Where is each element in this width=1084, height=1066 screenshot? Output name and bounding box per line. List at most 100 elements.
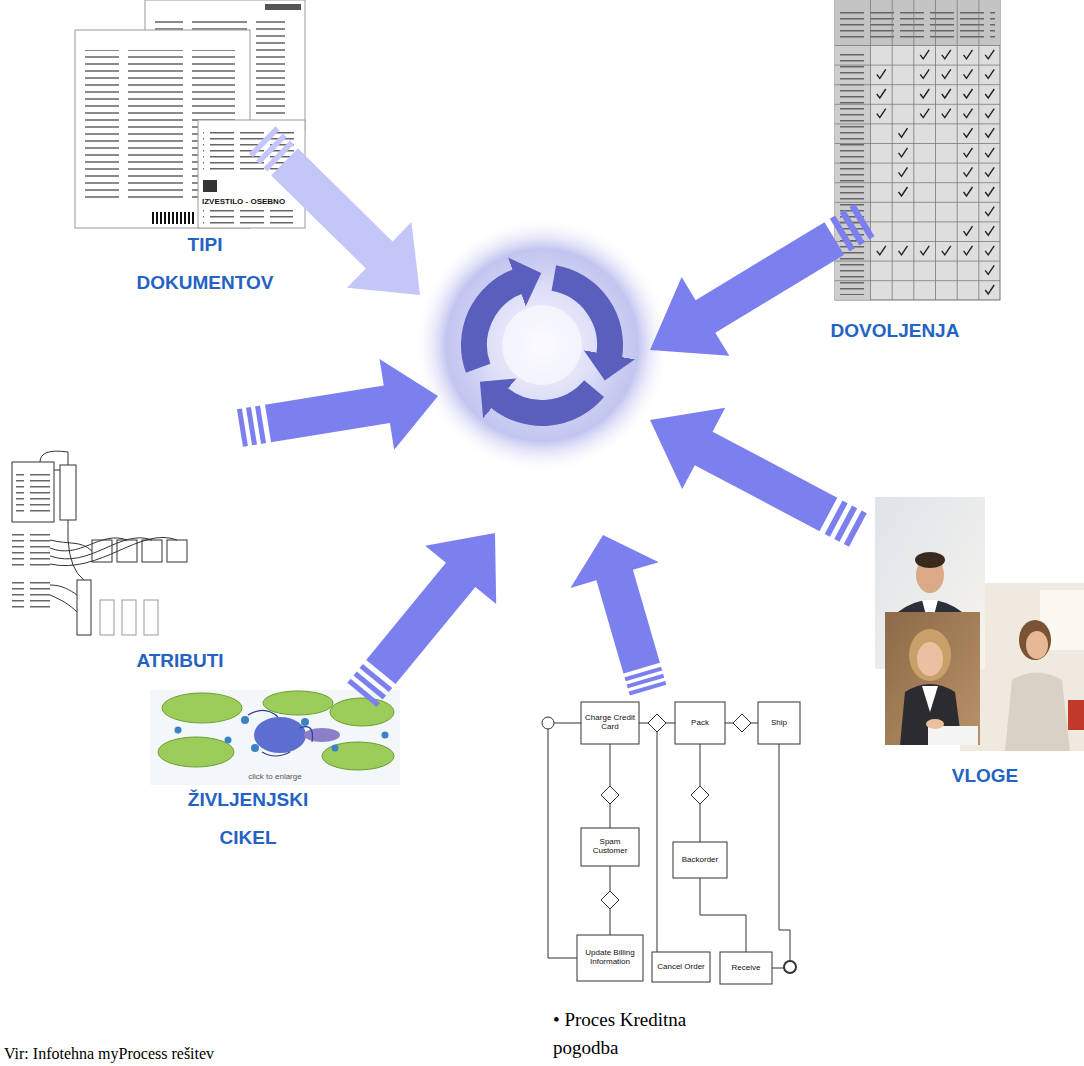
section-label: VLOGE [952, 764, 1019, 788]
process-flow [581, 828, 639, 866]
process-flow [610, 744, 611, 786]
check-marks [899, 246, 908, 255]
check-marks [877, 246, 886, 255]
cycle-icon [414, 217, 670, 473]
attributes-diagram [12, 462, 54, 522]
process-step-text: Cancel Order [654, 952, 708, 982]
attributes-diagram [122, 600, 136, 635]
check-marks [964, 89, 973, 98]
image-caption: • Proces Kreditna pogodba [553, 1006, 723, 1062]
process-step-text: Backorder [675, 842, 725, 878]
lifecycle-picture [162, 693, 242, 723]
check-marks [964, 246, 973, 255]
document-thumbnails [203, 180, 217, 192]
check-marks [942, 69, 951, 78]
lifecycle-picture [301, 718, 309, 726]
lifecycle-picture [248, 710, 278, 717]
inbound-arrows [559, 522, 692, 703]
lifecycle-picture [263, 691, 333, 715]
process-flow [725, 723, 733, 724]
section-label: TIPI DOKUMENTOV [125, 226, 285, 302]
document-title: IZVESTILO - OSEBNO [202, 197, 285, 207]
role-photos [1068, 700, 1084, 730]
role-photos [917, 642, 943, 676]
check-marks [877, 109, 886, 118]
process-flow [601, 891, 619, 909]
lifecycle-picture [150, 690, 400, 785]
process-flow [601, 786, 619, 804]
process-flow [666, 723, 675, 724]
process-flow [700, 878, 746, 952]
lifecycle-picture [175, 727, 182, 734]
attributes-diagram [68, 520, 84, 580]
attributes-diagram [167, 540, 187, 562]
attributes-diagram [117, 540, 137, 562]
check-marks [985, 109, 994, 118]
document-thumbnails [75, 0, 305, 228]
process-flow [772, 968, 784, 969]
process-flow [673, 842, 727, 878]
check-marks [964, 226, 973, 235]
check-marks [877, 89, 886, 98]
section-label: DOVOLJENJA [831, 319, 960, 343]
check-marks [964, 148, 973, 157]
process-flow [675, 702, 725, 744]
process-flow [733, 714, 751, 732]
inbound-arrows [628, 379, 879, 570]
section-label: ŽIVLJENJSKI CIKEL [173, 781, 323, 857]
check-marks [899, 148, 908, 157]
process-flow [581, 702, 639, 744]
process-flow [610, 804, 611, 828]
permissions-table [870, 0, 1000, 300]
process-step-text: Update Billing Information [579, 935, 641, 981]
process-step-text: Pack [677, 702, 723, 744]
attributes-diagram [40, 451, 68, 465]
inbound-arrows [326, 504, 530, 724]
lifecycle-picture [248, 710, 313, 756]
inbound-arrows [230, 107, 889, 724]
check-marks [985, 187, 994, 196]
attributes-diagram [12, 451, 187, 635]
thumbnail-note: click to enlarge [248, 772, 301, 782]
process-flow [700, 804, 701, 842]
check-marks [920, 109, 929, 118]
check-marks [964, 109, 973, 118]
attributes-diagram [60, 465, 76, 520]
attributes-diagram [40, 451, 177, 612]
process-flow [648, 714, 666, 732]
check-marks [985, 148, 994, 157]
permissions-table [835, 0, 1000, 300]
attributes-diagram [12, 578, 50, 612]
attributes-diagram [50, 538, 127, 551]
document-thumbnails [150, 212, 195, 224]
process-step-text: Spam Customer [583, 828, 637, 866]
process-flow [577, 935, 643, 981]
process-flow [548, 729, 577, 958]
process-step-text: Receive [722, 952, 770, 984]
process-flow [784, 961, 796, 973]
check-marks [985, 128, 994, 137]
attributes-diagram [92, 540, 112, 562]
attributes-diagram [16, 470, 50, 516]
attributes-diagram [50, 585, 77, 595]
process-flow [751, 723, 758, 724]
process-flow [639, 723, 648, 724]
process-flow [542, 717, 554, 729]
process-flow [758, 702, 800, 744]
check-marks [877, 50, 994, 294]
cycle-icon [502, 305, 582, 385]
check-marks [920, 69, 929, 78]
lifecycle-picture [241, 716, 249, 724]
check-marks [964, 50, 973, 59]
check-marks [964, 187, 973, 196]
lifecycle-picture [254, 717, 306, 753]
role-photos [926, 719, 944, 729]
check-marks [985, 226, 994, 235]
lifecycle-picture [300, 727, 313, 742]
role-photos [909, 629, 951, 681]
attributes-diagram [50, 540, 92, 551]
check-marks [942, 109, 951, 118]
check-marks [920, 50, 929, 59]
